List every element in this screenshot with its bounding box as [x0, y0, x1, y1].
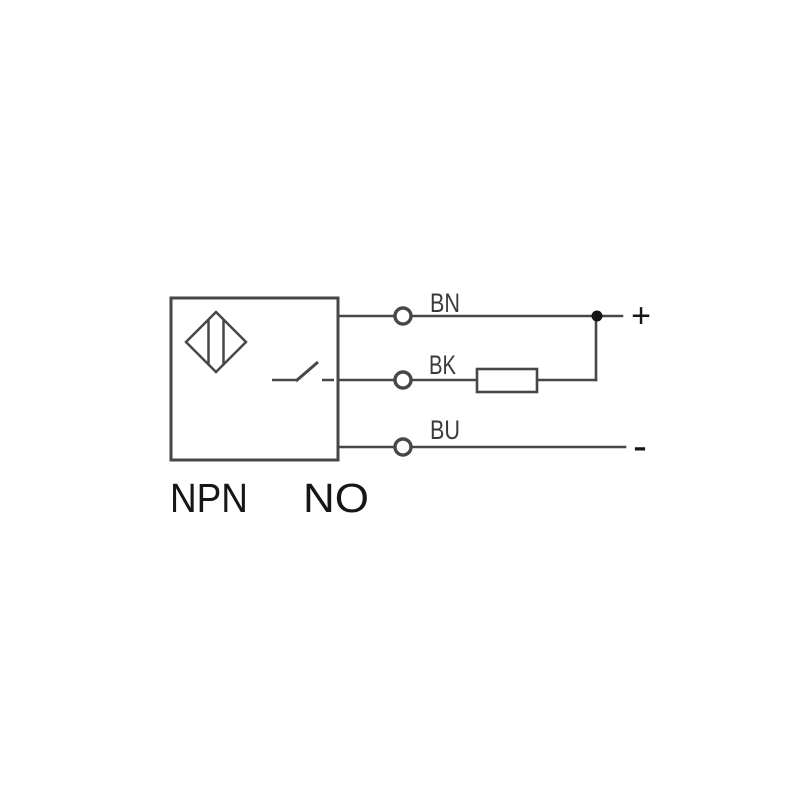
terminal-positive-label: +: [631, 297, 651, 335]
sensor-type-label: NPN: [170, 475, 248, 521]
contact-type-label: NO: [303, 475, 369, 521]
load-resistor-icon: [475, 367, 539, 394]
sensor-body-box: [169, 296, 340, 462]
wire-connector-ring-icon-bn: [393, 306, 413, 326]
terminal-negative-label: -: [633, 422, 647, 469]
wire-connector-ring-icon-bu: [393, 437, 413, 457]
diamond-outline: [184, 310, 248, 374]
proximity-sensor-diamond-icon: [184, 310, 248, 374]
wire-label-bn: BN: [430, 288, 460, 318]
wire-label-bk: BK: [429, 350, 456, 380]
normally-open-switch-icon: [272, 360, 334, 383]
junction-dot-icon: [591, 310, 603, 322]
wire-connector-ring-icon-bk: [393, 370, 413, 390]
switch-blade: [295, 360, 319, 383]
wire-label-bu: BU: [430, 415, 460, 445]
